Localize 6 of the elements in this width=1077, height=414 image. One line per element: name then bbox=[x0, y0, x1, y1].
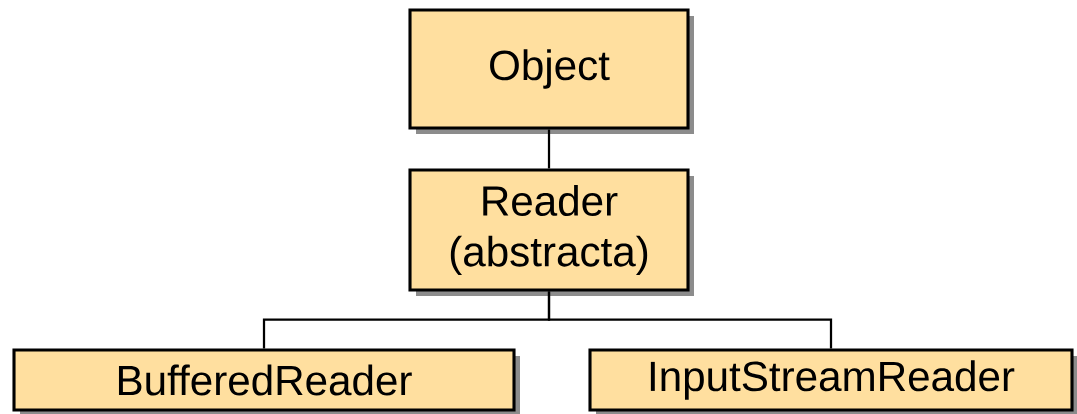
class-box: BufferedReader bbox=[12, 348, 520, 414]
class-box: InputStreamReader bbox=[588, 348, 1077, 414]
connector bbox=[547, 291, 833, 349]
class-box: Reader (abstracta) bbox=[408, 168, 694, 296]
connector bbox=[547, 129, 551, 169]
class-box: Object bbox=[408, 8, 694, 134]
